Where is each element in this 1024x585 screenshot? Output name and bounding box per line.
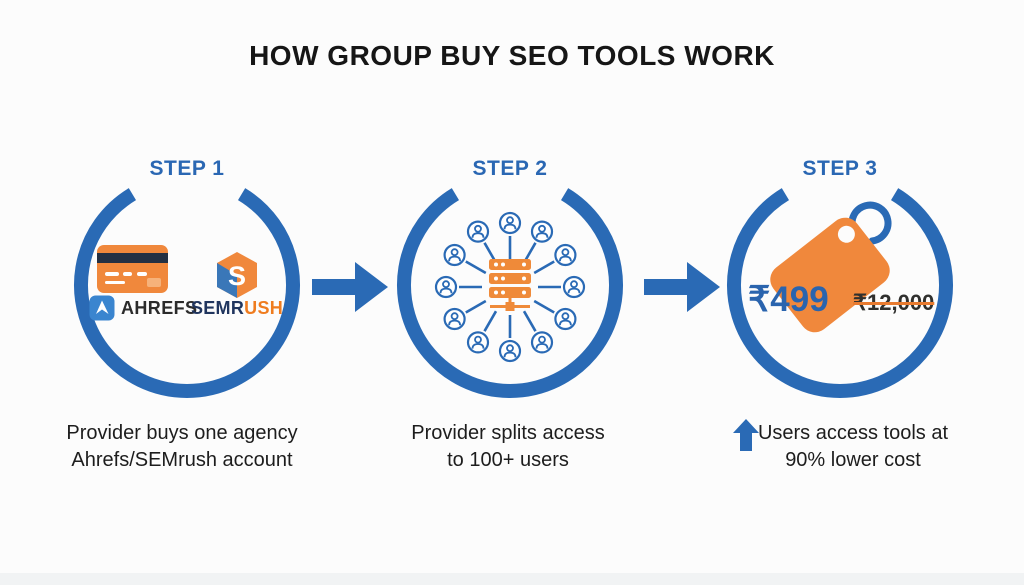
semrush-label: SEMRUSH <box>190 298 284 318</box>
step-2-circle: STEP 2 <box>390 157 630 405</box>
server-network-icon <box>434 211 586 363</box>
discount-price: ₹499 <box>748 280 829 319</box>
step-1-ring <box>74 188 300 398</box>
original-price: ₹12,000 <box>853 290 935 315</box>
increase-arrow-icon <box>733 419 759 451</box>
step-2-ring <box>397 188 623 398</box>
step-3-label: STEP 3 <box>802 157 878 180</box>
card-chip <box>147 278 161 287</box>
page-title: HOW GROUP BUY SEO TOOLS WORK <box>249 40 775 71</box>
step-2-label: STEP 2 <box>472 157 548 180</box>
semrush-icon: S <box>217 252 257 298</box>
step-1-caption: Provider buys one agency Ahrefs/SEMrush … <box>66 422 298 471</box>
semrush-monogram: S <box>228 261 246 291</box>
step-1-circle: STEP 1 AHREFS S SEMRUSH <box>67 157 307 405</box>
price-tag-icon <box>770 201 892 333</box>
step-3-caption: Users access tools at 90% lower cost <box>757 422 949 471</box>
arrow-step2-to-step3-icon <box>644 262 720 312</box>
step-3-circle: STEP 3 ₹499 ₹12,000 <box>720 157 960 405</box>
credit-card-icon <box>97 245 168 293</box>
card-stripe <box>97 253 168 263</box>
step-2-caption: Provider splits access to 100+ users <box>411 422 605 471</box>
ahrefs-label: AHREFS <box>121 297 198 318</box>
step-1-label: STEP 1 <box>149 157 225 180</box>
server-icon <box>489 259 531 311</box>
bottom-strip <box>0 573 1024 585</box>
network-lines <box>459 236 561 338</box>
step-3-ring <box>727 188 953 398</box>
arrow-step1-to-step2-icon <box>312 262 388 312</box>
ahrefs-icon <box>89 295 115 321</box>
ahrefs-logo: AHREFS <box>89 295 197 321</box>
